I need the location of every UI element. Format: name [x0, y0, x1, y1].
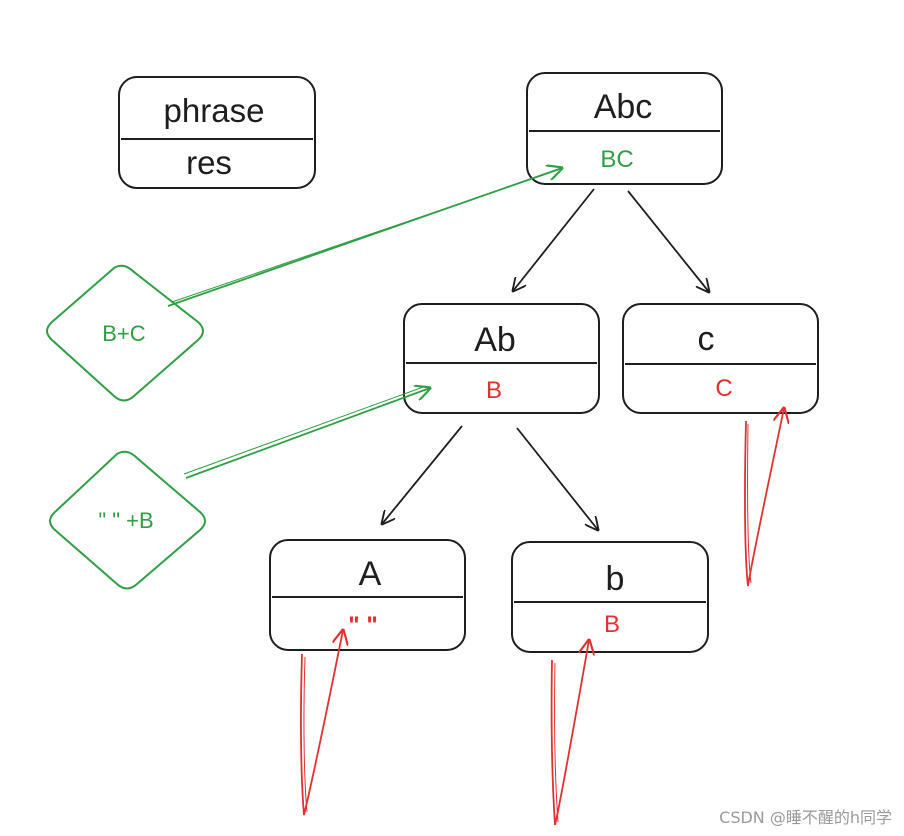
edge-abc-to-c [627, 190, 709, 292]
watermark: CSDN @睡不醒的h同学 [719, 808, 892, 827]
green-arrows [167, 168, 562, 479]
legend-res-label: res [186, 144, 232, 181]
node-a: A " " [269, 539, 466, 651]
arrow-b-to-ab [185, 388, 430, 479]
return-arrow-a [300, 630, 343, 816]
node-abc: Abc BC [526, 72, 723, 185]
node-b-res: B [604, 611, 620, 638]
node-abc-phrase: Abc [594, 88, 653, 126]
op-bc-label: B+C [102, 321, 146, 346]
node-abc-res: BC [600, 146, 633, 173]
op-diamond-b: " " +B [49, 450, 206, 590]
node-c-res: C [715, 375, 732, 402]
node-ab: Ab B [403, 303, 600, 414]
tree-edges [382, 188, 709, 530]
op-diamond-bc: B+C [46, 264, 204, 402]
op-b-label: " " +B [98, 508, 153, 533]
node-ab-phrase: Ab [474, 321, 516, 359]
edge-ab-to-b [516, 427, 598, 530]
node-a-res: " " [348, 612, 377, 639]
legend-phrase-label: phrase [164, 92, 265, 129]
node-b-phrase: b [606, 560, 625, 598]
node-ab-res: B [486, 377, 502, 404]
legend-box: phrase res [118, 76, 316, 189]
node-a-phrase: A [359, 555, 382, 593]
node-c-phrase: c [698, 320, 715, 358]
node-c: c C [622, 303, 819, 414]
red-return-arrows [300, 408, 784, 826]
edge-ab-to-a [382, 425, 463, 524]
return-arrow-c [744, 408, 784, 587]
return-arrow-b [550, 640, 589, 826]
node-b: b B [511, 541, 709, 653]
edge-abc-to-ab [513, 188, 595, 291]
